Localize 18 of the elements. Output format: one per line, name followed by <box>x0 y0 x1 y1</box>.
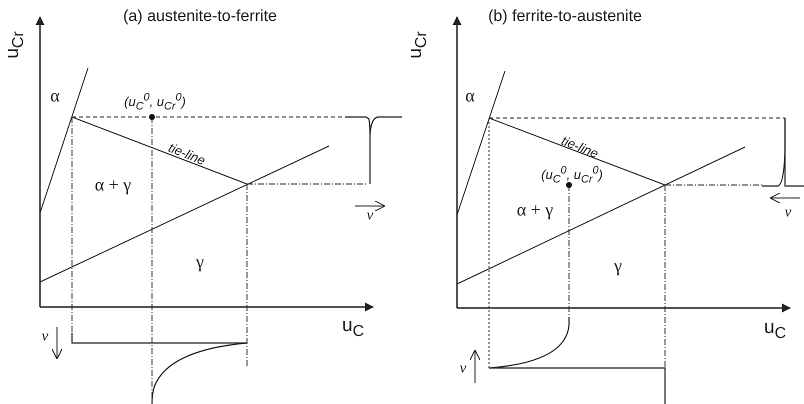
phase-label: γ <box>196 252 204 272</box>
panel-title: (b) ferrite-to-austenite <box>488 8 642 26</box>
velocity-label: v <box>460 360 466 378</box>
axis-label: u$_{C}$ <box>342 315 364 341</box>
line-label: tie-line <box>166 140 208 168</box>
point-label: (u$_{C}$$^{0}$, u$_{Cr}$$^{0}$) <box>124 92 186 112</box>
velocity-label: v <box>784 204 792 222</box>
phase-label: γ <box>614 256 622 276</box>
phase-label: α + γ <box>94 174 132 196</box>
panel-title: (a) austenite-to-ferrite <box>123 8 277 26</box>
phase-label: α <box>50 86 60 106</box>
axis-label: u$_{C}$ <box>764 317 786 343</box>
velocity-label: v <box>42 328 48 346</box>
velocity-label: v <box>366 208 374 224</box>
phase-label: α <box>465 86 475 106</box>
line-label: tie-line <box>559 132 601 162</box>
phase-label: α + γ <box>516 200 554 220</box>
point-label: (u$_{C}$$^{0}$, u$_{Cr}$$^{0}$) <box>541 164 603 186</box>
